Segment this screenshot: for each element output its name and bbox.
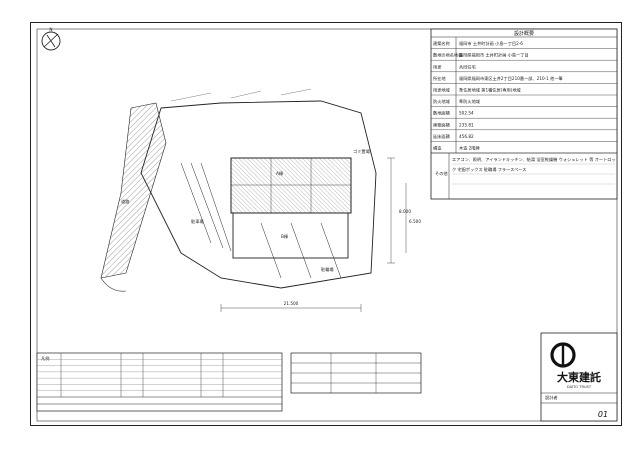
dim-width: 21.500 bbox=[284, 301, 299, 306]
summary-label: 所在地 bbox=[433, 75, 446, 82]
legend-table: 凡例 bbox=[36, 352, 283, 412]
summary-label: 用途 bbox=[433, 63, 442, 70]
remarks-text-2: ク 宅配ボックス 駐輪場 フラースペース bbox=[452, 166, 526, 173]
summary-value: 502.54 bbox=[459, 111, 474, 116]
building-a bbox=[230, 157, 352, 214]
logo-company-name: 大東建託 bbox=[557, 370, 601, 384]
area-table bbox=[290, 352, 422, 394]
sheet-canvas: N 設計概要 建築名称福岡市 土井町計画 小島一丁目2-6敷地の地名地番福岡県福… bbox=[36, 27, 618, 422]
logo-footer: 設計者 bbox=[545, 394, 558, 401]
summary-label: 延床面積 bbox=[433, 133, 451, 140]
summary-value: 235.81 bbox=[459, 122, 474, 127]
summary-label: 敷地の地名地番 bbox=[433, 52, 463, 59]
label-building-a: A棟 bbox=[276, 170, 284, 177]
summary-label: 用途地域 bbox=[433, 87, 451, 94]
company-logo: 大東建託 DAITO TRUST 設計者 01 bbox=[540, 332, 618, 422]
remarks-text-1: エアコン、照明、アイランドキッチン、給湯 浴室乾燥機 ウォシュレット 等 オート… bbox=[452, 156, 616, 163]
dim-height: 8.000 bbox=[399, 209, 411, 214]
label-parking: 駐車場 bbox=[191, 218, 204, 225]
summary-title: 設計概要 bbox=[514, 30, 534, 37]
summary-value: 福岡県福岡市 土井町計画 小島一丁目 bbox=[459, 52, 529, 59]
summary-value: 共同住宅 bbox=[459, 63, 476, 70]
summary-value: 福岡県福岡市東区土井2丁目210番一部、210-1 他一筆 bbox=[459, 75, 563, 82]
summary-label: 敷地面積 bbox=[433, 110, 451, 117]
summary-value: 木造 2階建 bbox=[459, 145, 481, 152]
label-road: 道路 bbox=[121, 198, 130, 205]
summary-label: 建築面積 bbox=[433, 121, 451, 128]
site-plan bbox=[100, 88, 407, 312]
summary-value: 福岡市 土井町計画 小島一丁目2-6 bbox=[459, 40, 523, 47]
remarks-label: その他 bbox=[435, 170, 448, 177]
label-building-b: B棟 bbox=[281, 233, 289, 240]
dim-depth: 6.500 bbox=[409, 219, 421, 224]
building-b bbox=[232, 212, 349, 259]
plan-labels: A棟 B棟 駐車場 道路 駐輪場 ゴミ置場 21.500 8.000 6.500 bbox=[121, 148, 421, 306]
summary-label: 防火地域 bbox=[433, 98, 451, 105]
summary-value: 準住居地域 第1種住居(専用)地域 bbox=[459, 87, 522, 94]
svg-text:N: N bbox=[49, 27, 52, 32]
label-garbage: ゴミ置場 bbox=[353, 148, 371, 155]
summary-value: 準防火地域 bbox=[459, 98, 481, 105]
legend-title: 凡例 bbox=[41, 355, 49, 362]
summary-label: 建築名称 bbox=[433, 40, 450, 47]
label-bike-parking: 駐輪場 bbox=[321, 266, 334, 273]
summary-label: 構造 bbox=[433, 145, 442, 152]
summary-table: 設計概要 建築名称福岡市 土井町計画 小島一丁目2-6敷地の地名地番福岡県福岡市… bbox=[430, 28, 618, 200]
summary-value: 456.82 bbox=[459, 134, 474, 139]
logo-sub: DAITO TRUST bbox=[567, 385, 592, 389]
north-arrow-icon: N bbox=[41, 27, 61, 51]
sheet-number: 01 bbox=[598, 410, 608, 419]
